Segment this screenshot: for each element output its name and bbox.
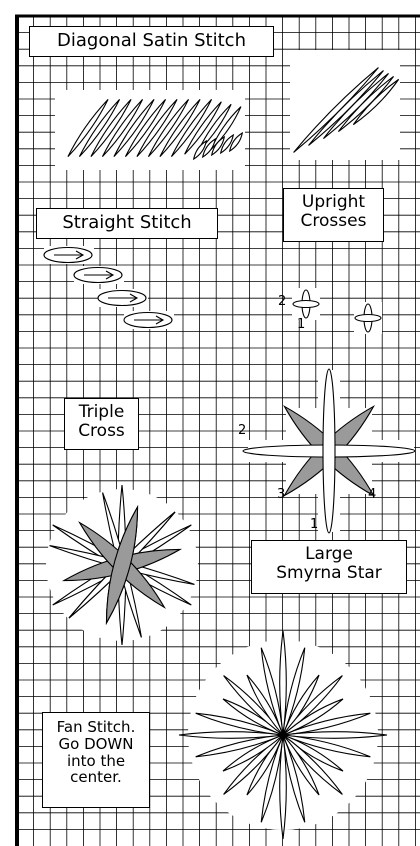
upright-horizontal-stitch: [355, 315, 381, 322]
smyrna-line-1: Large: [252, 545, 406, 564]
smyrna-line-2: Smyrna Star: [252, 564, 406, 583]
fan-stitch-label: Fan Stitch. Go DOWN into the center.: [42, 712, 150, 808]
fan-line-2: Go DOWN: [43, 736, 149, 753]
upright-horizontal-stitch: [293, 301, 319, 308]
smyrna-step-3: 3: [277, 487, 285, 502]
upright-crosses-label: Upright Crosses: [283, 188, 384, 242]
upright-step-2: 2: [278, 294, 286, 309]
diagonal-satin-stitch-label: Diagonal Satin Stitch: [29, 26, 274, 57]
triple-cross-line-1: Triple: [65, 403, 138, 422]
triple-cross-line-2: Cross: [65, 422, 138, 441]
upright-step-1: 1: [297, 317, 305, 332]
smyrna-step-2: 2: [238, 423, 246, 438]
upright-crosses-line-1: Upright: [284, 193, 383, 212]
smyrna-step-4: 4: [368, 487, 376, 502]
fan-line-3: into the: [43, 753, 149, 770]
upright-crosses-line-2: Crosses: [284, 212, 383, 231]
large-smyrna-star-label: Large Smyrna Star: [251, 540, 407, 594]
smyrna-step-1: 1: [310, 517, 318, 532]
triple-cross-label: Triple Cross: [64, 398, 139, 450]
diagonal-satin-stitch-text: Diagonal Satin Stitch: [30, 31, 273, 51]
straight-stitch-text: Straight Stitch: [37, 213, 217, 233]
straight-stitch-label: Straight Stitch: [36, 208, 218, 239]
fan-line-4: center.: [43, 769, 149, 786]
fan-line-1: Fan Stitch.: [43, 719, 149, 736]
smyrna-vertical-stitch: [323, 369, 335, 533]
